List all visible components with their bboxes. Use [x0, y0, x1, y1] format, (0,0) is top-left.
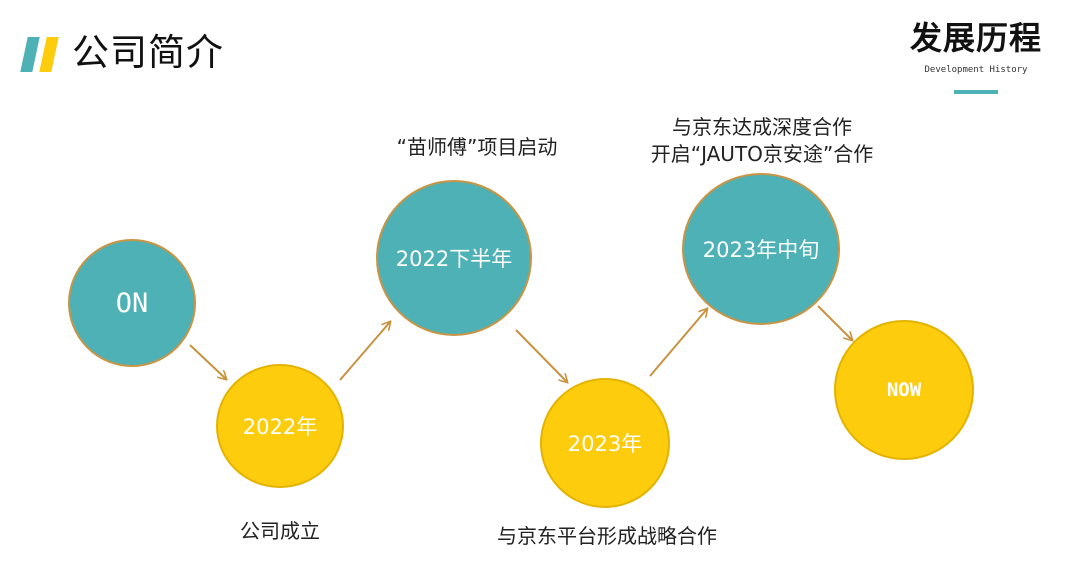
arrow-2023mid-to-now [817, 305, 852, 340]
node-now-label: NOW [886, 379, 922, 401]
node-on-label: ON [115, 287, 149, 319]
arrow-2022h2-to-2023 [515, 329, 567, 382]
node-now: NOW [834, 320, 974, 460]
caption-2023: 与京东平台形成战略合作 [497, 524, 717, 548]
node-2023-label: 2023年 [567, 432, 643, 456]
arrow-2022-to-2022h2 [339, 322, 390, 381]
arrow-on-to-2022 [189, 344, 226, 379]
caption-2023mid-line1: 与京东达成深度合作 [672, 115, 852, 139]
node-2023mid-label: 2023年中旬 [702, 238, 820, 262]
node-2023: 2023年 [540, 378, 670, 508]
section-underline [954, 90, 998, 94]
node-2022h2: 2022下半年 [376, 180, 532, 336]
node-2022h2-label: 2022下半年 [395, 247, 513, 271]
node-on: ON [68, 239, 196, 367]
node-2022-label: 2022年 [242, 415, 318, 439]
page-title: 公司简介 [72, 31, 224, 74]
caption-2022h2: “苗师傅”项目启动 [396, 135, 558, 159]
arrow-2023-to-2023mid [649, 309, 707, 377]
caption-2022: 公司成立 [240, 519, 320, 543]
caption-2023mid-line2: 开启“JAUTO京安途”合作 [650, 142, 874, 166]
node-2022: 2022年 [216, 364, 344, 488]
section-subtitle: Development History [924, 65, 1028, 75]
node-2023mid: 2023年中旬 [682, 173, 840, 325]
section-title: 发展历程 [909, 19, 1042, 57]
